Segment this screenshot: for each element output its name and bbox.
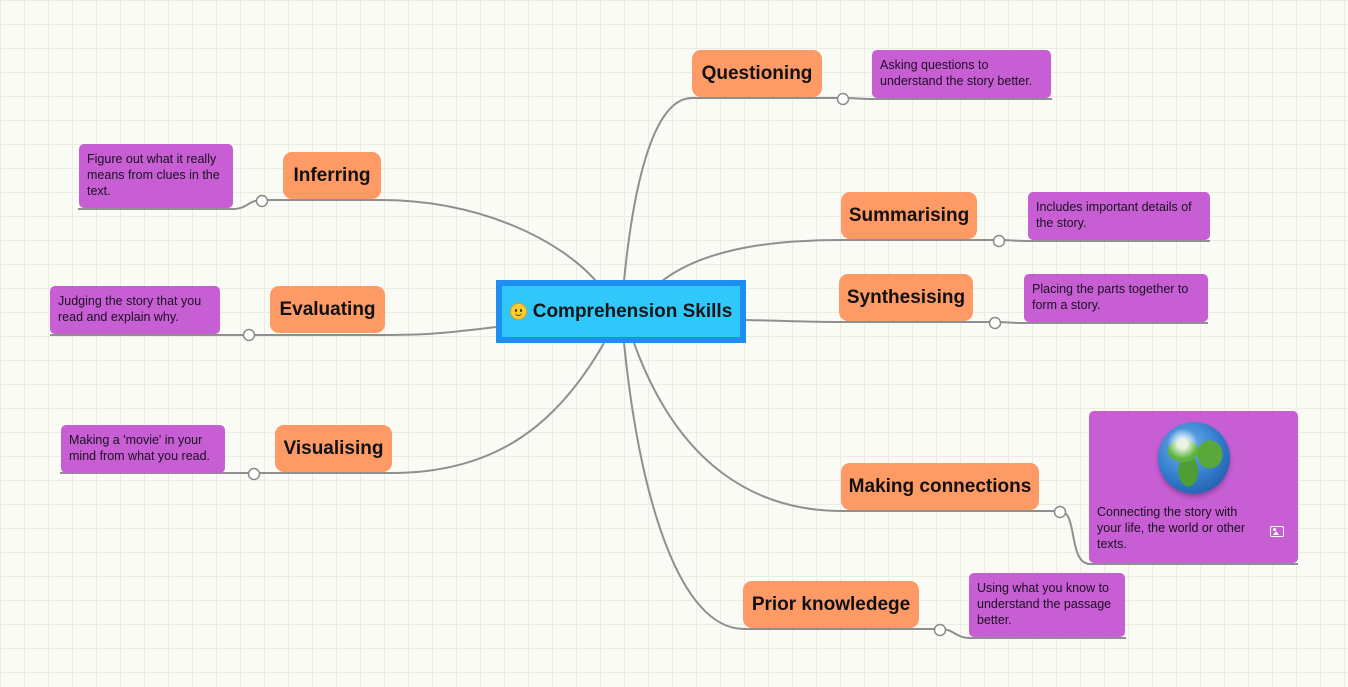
- central-topic-label: Comprehension Skills: [532, 300, 733, 322]
- branch-questioning[interactable]: Questioning: [692, 50, 822, 97]
- connector-inferring: [78, 199, 597, 282]
- note-text: Includes important details of the story.: [1036, 200, 1192, 230]
- note-evaluating[interactable]: Judging the story that you read and expl…: [50, 286, 220, 334]
- connector-prior-knowledge: [623, 342, 1126, 639]
- connector-synthesising: [744, 319, 1208, 324]
- note-questioning[interactable]: Asking questions to understand the story…: [872, 50, 1051, 98]
- collapse-handle-prior-knowledge[interactable]: [933, 623, 947, 637]
- note-text: Using what you know to understand the pa…: [977, 581, 1112, 627]
- smiley-icon: [509, 303, 527, 320]
- collapse-handle-synthesising[interactable]: [988, 316, 1002, 330]
- branch-label: Evaluating: [279, 298, 376, 320]
- branch-summarising[interactable]: Summarising: [841, 192, 977, 239]
- note-inferring[interactable]: Figure out what it really means from clu…: [79, 144, 233, 208]
- branch-label: Making connections: [848, 475, 1032, 497]
- branch-prior-knowledge[interactable]: Prior knowledege: [743, 581, 919, 628]
- branch-synthesising[interactable]: Synthesising: [839, 274, 973, 321]
- note-text: Figure out what it really means from clu…: [87, 152, 220, 198]
- note-text: Making a 'movie' in your mind from what …: [69, 433, 211, 463]
- note-text: Connecting the story with your life, the…: [1097, 505, 1245, 551]
- image-icon[interactable]: [1270, 526, 1284, 537]
- note-visualising[interactable]: Making a 'movie' in your mind from what …: [61, 425, 225, 473]
- collapse-handle-evaluating[interactable]: [242, 328, 256, 342]
- branch-evaluating[interactable]: Evaluating: [270, 286, 385, 333]
- note-summarising[interactable]: Includes important details of the story.: [1028, 192, 1210, 240]
- note-making-connections[interactable]: Connecting the story with your life, the…: [1089, 411, 1298, 563]
- note-synthesising[interactable]: Placing the parts together to form a sto…: [1024, 274, 1208, 322]
- branch-making-connections[interactable]: Making connections: [841, 463, 1039, 510]
- note-text: Judging the story that you read and expl…: [58, 294, 202, 324]
- note-prior-knowledge[interactable]: Using what you know to understand the pa…: [969, 573, 1125, 637]
- central-topic[interactable]: Comprehension Skills: [496, 280, 746, 343]
- connector-evaluating: [50, 326, 497, 336]
- branch-label: Questioning: [701, 62, 813, 84]
- branch-label: Inferring: [293, 164, 371, 186]
- connector-making-connections: [633, 342, 1298, 565]
- note-text: Asking questions to understand the story…: [880, 58, 1033, 88]
- note-text: Placing the parts together to form a sto…: [1032, 282, 1189, 312]
- branch-visualising[interactable]: Visualising: [275, 425, 392, 472]
- connector-visualising: [60, 342, 605, 474]
- collapse-handle-inferring[interactable]: [255, 194, 269, 208]
- branch-label: Visualising: [283, 437, 384, 459]
- collapse-handle-questioning[interactable]: [836, 92, 850, 106]
- collapse-handle-summarising[interactable]: [992, 234, 1006, 248]
- connector-summarising: [661, 239, 1210, 282]
- connector-questioning: [623, 97, 1052, 282]
- branch-label: Prior knowledege: [751, 593, 911, 615]
- collapse-handle-making-connections[interactable]: [1053, 505, 1067, 519]
- globe-icon: [1157, 422, 1230, 494]
- collapse-handle-visualising[interactable]: [247, 467, 261, 481]
- branch-label: Synthesising: [846, 286, 966, 308]
- branch-inferring[interactable]: Inferring: [283, 152, 381, 199]
- branch-label: Summarising: [848, 204, 970, 226]
